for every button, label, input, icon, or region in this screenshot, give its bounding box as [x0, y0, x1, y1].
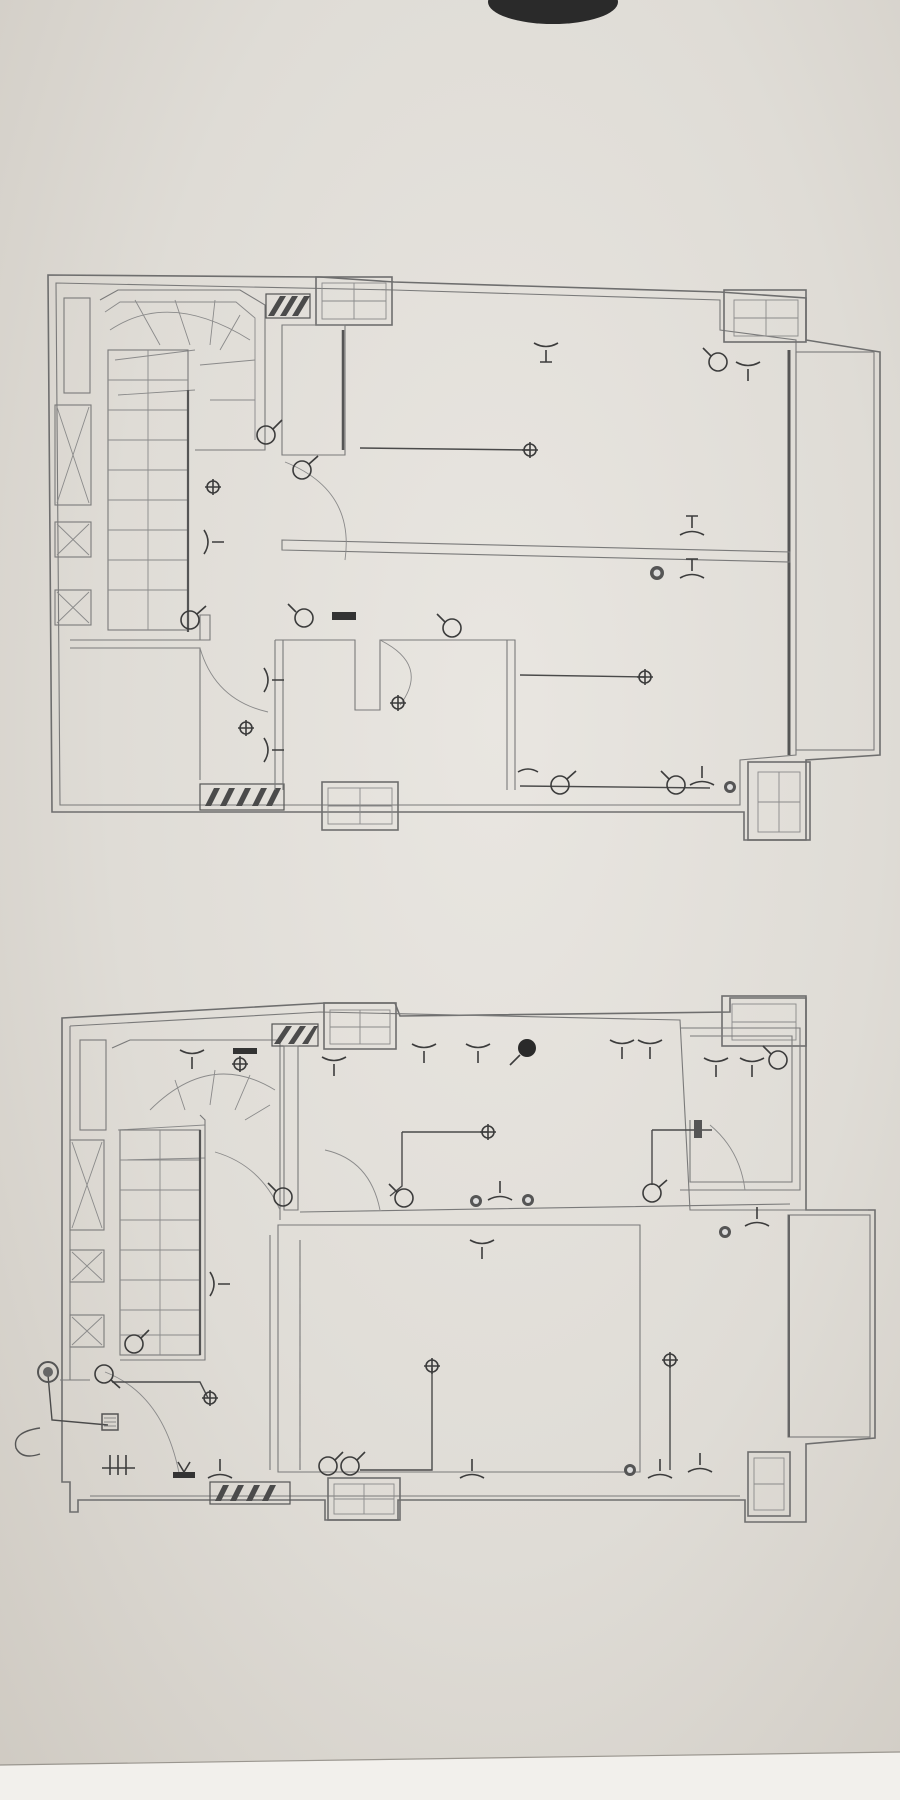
upper-balcony — [795, 351, 875, 751]
upper-window-top-right — [723, 289, 807, 343]
lower-terrace — [787, 1214, 871, 1438]
upper-staircase — [99, 289, 266, 632]
upper-wiring — [359, 447, 711, 789]
lower-socket-outlets — [179, 1039, 770, 1479]
upper-shaft-2-cross — [56, 523, 90, 556]
lower-window-bottom — [327, 1477, 401, 1521]
lower-room-walls — [269, 1203, 791, 1470]
upper-partition-wall — [281, 539, 791, 563]
page-bottom-edge — [0, 1752, 900, 1800]
lower-radiator-hatch — [215, 1485, 276, 1501]
margin-mark-c — [14, 1427, 41, 1457]
upper-shaft-1 — [54, 404, 92, 506]
upper-shaft-3 — [54, 589, 92, 626]
lower-column-1 — [79, 1039, 107, 1131]
lower-shaft-3 — [69, 1314, 105, 1348]
upper-inner-wall — [55, 282, 797, 806]
upper-lighting-points — [205, 442, 653, 736]
upper-room-walls — [70, 614, 516, 790]
upper-column-1 — [63, 297, 91, 394]
lower-small-room — [680, 1027, 801, 1191]
upper-shaft-3-cross — [56, 591, 90, 624]
lower-outer-wall — [61, 997, 876, 1523]
lower-shaft-2 — [69, 1249, 105, 1283]
upper-special-outlets — [650, 566, 736, 793]
upper-radiator-hatch — [205, 788, 281, 806]
upper-radiator — [199, 783, 285, 811]
upper-floor-plan — [47, 274, 881, 841]
lower-vent-top-hatch — [274, 1026, 318, 1044]
upper-distribution-board — [332, 612, 356, 620]
upper-vent-top — [265, 293, 311, 319]
lower-door-swings — [104, 1124, 746, 1479]
lower-shaft-1 — [69, 1139, 105, 1231]
upper-window-bottom-right — [747, 761, 811, 841]
lower-window-top — [323, 1002, 397, 1050]
lower-shaft-2-cross — [71, 1251, 103, 1281]
lower-switches — [94, 1045, 788, 1476]
upper-vent-top-hatch — [268, 296, 310, 316]
upper-shaft-2 — [54, 521, 92, 558]
lower-window-bottom-right — [747, 1451, 791, 1517]
lower-living-room — [277, 1224, 641, 1473]
lower-window-top-right — [721, 995, 807, 1047]
upper-socket-outlets — [203, 342, 761, 786]
upper-switches — [180, 347, 728, 795]
lower-staircase — [111, 1039, 281, 1361]
upper-closet — [281, 324, 346, 456]
upper-door-swings — [199, 461, 412, 713]
upper-window-top — [315, 276, 393, 326]
lower-shaft-3-cross — [71, 1316, 103, 1346]
lower-floor-plan — [37, 995, 876, 1523]
lower-lighting-points — [202, 1056, 678, 1406]
lower-distribution-board — [102, 1048, 702, 1478]
upper-outer-wall — [47, 274, 881, 841]
punch-hole-shadow — [488, 0, 618, 24]
upper-shaft-1-cross — [56, 406, 90, 504]
lower-shaft-1-cross — [71, 1141, 103, 1229]
lower-wiring — [47, 1129, 712, 1471]
lower-column-mid — [283, 1045, 299, 1211]
lower-special-outlets — [37, 1039, 731, 1476]
upper-window-bottom — [321, 781, 399, 831]
lower-inner-wall — [60, 1011, 868, 1497]
lower-radiator — [209, 1481, 291, 1505]
